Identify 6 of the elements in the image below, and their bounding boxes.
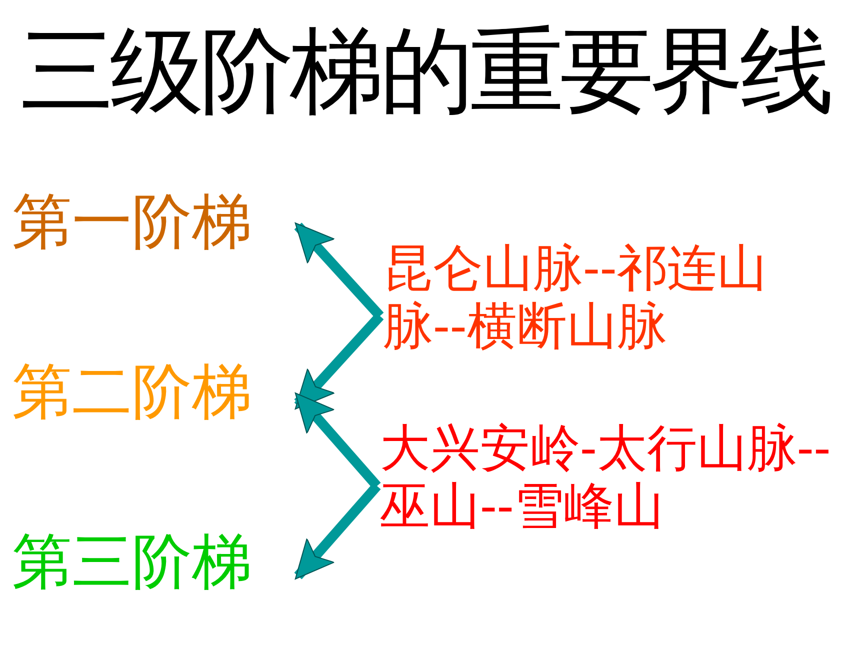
boundary-text: 昆仑山脉--祁连山脉--横断山脉 xyxy=(383,240,813,355)
title: 三级阶梯的重要界线 xyxy=(20,18,831,126)
step-label: 第一阶梯 xyxy=(12,188,298,257)
step-label: 第二阶梯 xyxy=(12,358,298,427)
step-label: 第三阶梯 xyxy=(12,528,298,597)
boundary-text: 大兴安岭-太行山脉--巫山--雪峰山 xyxy=(380,420,842,535)
